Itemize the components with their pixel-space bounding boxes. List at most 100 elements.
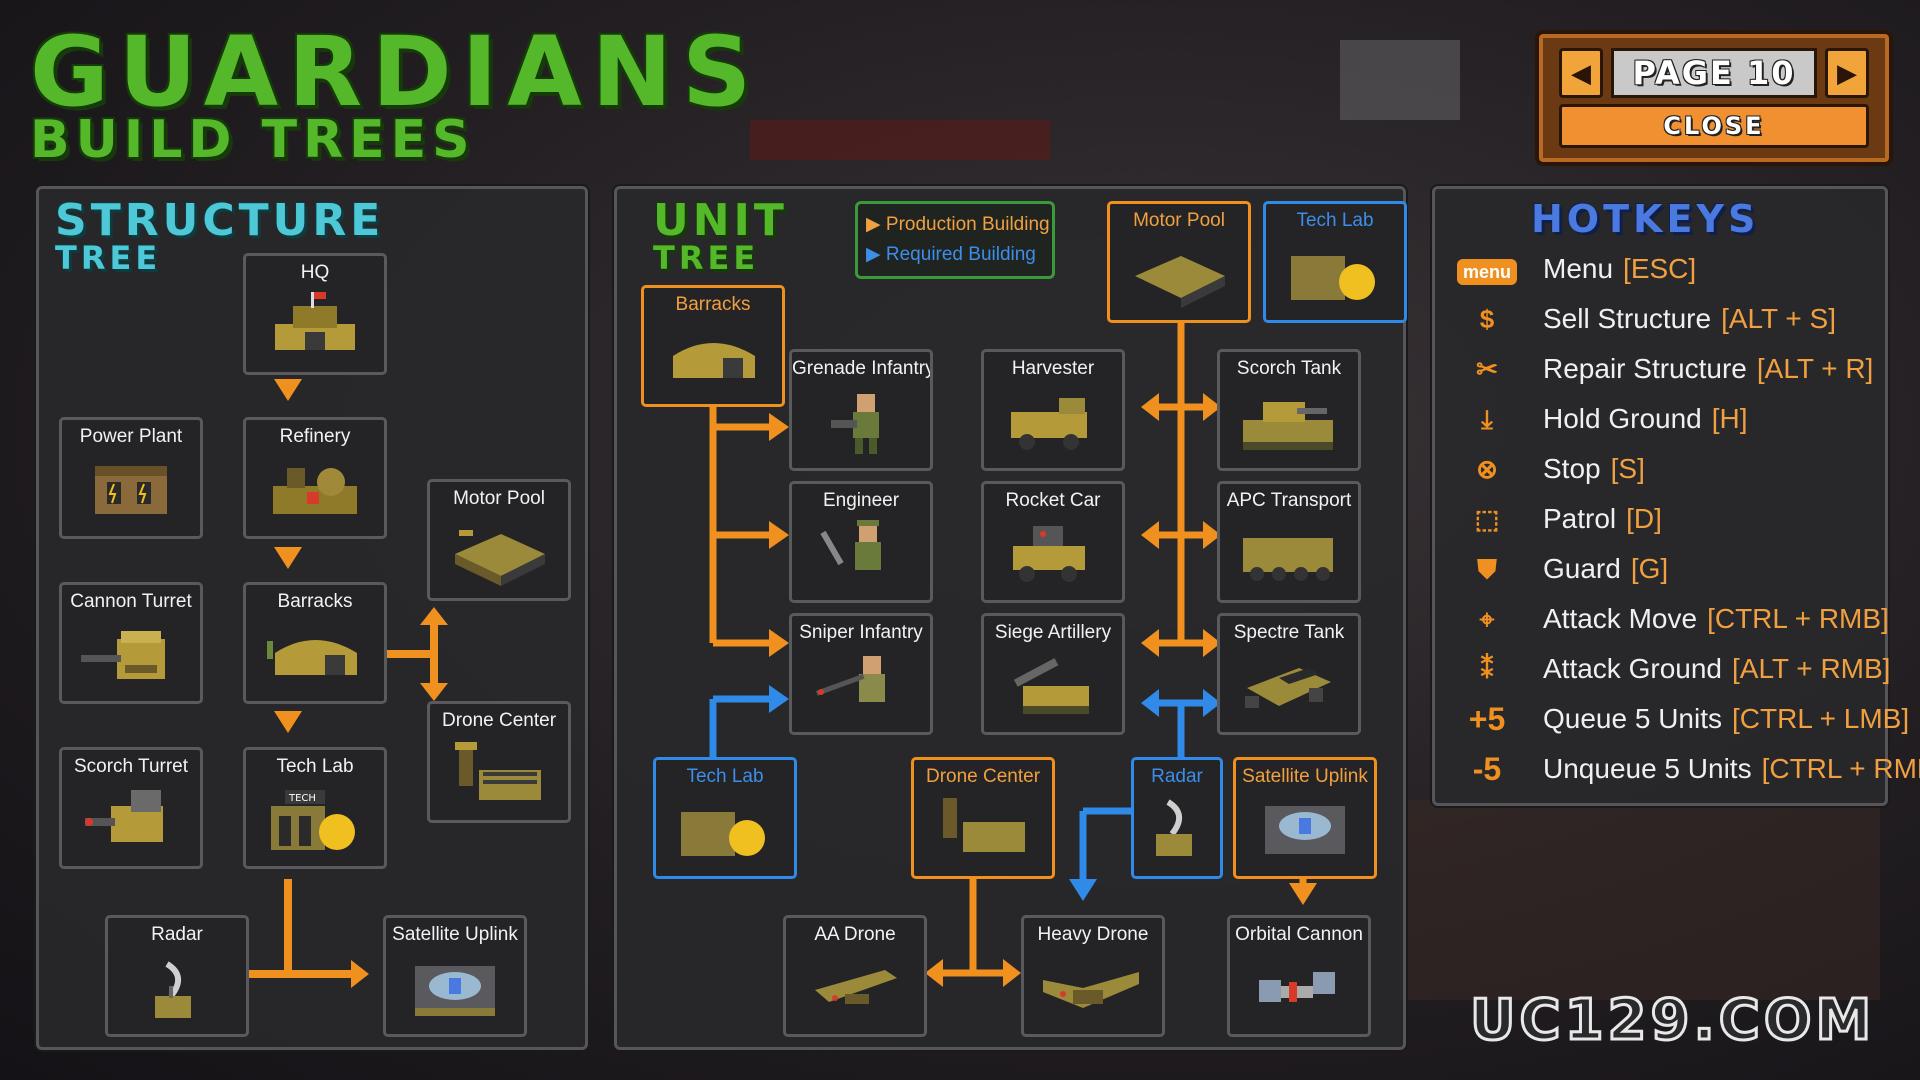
node-label: Drone Center — [925, 766, 1041, 787]
node-barracks[interactable]: Barracks — [243, 582, 387, 704]
node-orbital-cannon[interactable]: Orbital Cannon — [1227, 915, 1371, 1037]
aa-drone-icon — [815, 970, 897, 1004]
sniper-infantry-icon — [815, 656, 885, 702]
node-label: Engineer — [822, 490, 900, 511]
node-label: Cannon Turret — [70, 591, 192, 612]
power-plant-icon — [95, 466, 167, 514]
node-cannon-turret[interactable]: Cannon Turret — [59, 582, 203, 704]
motor-pool-icon — [455, 530, 545, 586]
node-label: AA Drone — [814, 924, 896, 945]
legend-box: ▶ Production Building ▶ Required Buildin… — [855, 201, 1055, 279]
node-label: Harvester — [1011, 358, 1095, 379]
node-label: Satellite Uplink — [1242, 766, 1368, 787]
node-spectre-tank[interactable]: Spectre Tank — [1217, 613, 1361, 735]
game-title: GUARDIANS — [30, 16, 762, 128]
unit-tree-panel: UNIT TREE — [614, 186, 1407, 1050]
node-satellite-uplink[interactable]: Satellite Uplink — [383, 915, 527, 1037]
plus-five-icon: +5 — [1468, 701, 1506, 737]
background-block — [750, 120, 1050, 160]
node-label: HQ — [300, 262, 330, 283]
minus-five-icon: -5 — [1472, 751, 1502, 787]
harvester-icon — [1011, 398, 1087, 450]
node-motor-pool[interactable]: Motor Pool — [1107, 201, 1251, 323]
unit-tree-title: UNIT — [653, 195, 788, 246]
node-label: Tech Lab — [276, 756, 354, 777]
node-label: Rocket Car — [1005, 490, 1101, 511]
guard-shield-icon: ⛊ — [1477, 554, 1497, 584]
triangle-right-icon: ▶ — [1837, 58, 1857, 88]
node-label: Sniper Infantry — [799, 622, 923, 643]
node-label: Grenade Infantry — [792, 358, 933, 379]
node-label: Tech Lab — [686, 766, 764, 787]
hotkey-label: Patrol[D] — [1543, 503, 1662, 534]
drone-center-icon — [943, 798, 1025, 852]
node-label: Orbital Cannon — [1235, 924, 1363, 945]
node-tech-lab-top[interactable]: Tech Lab — [1263, 201, 1407, 323]
hotkey-label: Sell Structure[ALT + S] — [1543, 303, 1836, 334]
node-label: Power Plant — [79, 426, 183, 447]
hotkey-label: Attack Ground[ALT + RMB] — [1543, 653, 1891, 684]
node-drone-center[interactable]: Drone Center — [911, 757, 1055, 879]
hotkey-row: ⬚ Patrol[D] — [1449, 499, 1889, 539]
node-label: Drone Center — [441, 710, 557, 731]
attack-move-icon: ⌖ — [1479, 604, 1495, 634]
node-radar[interactable]: Radar — [1131, 757, 1223, 879]
orbital-cannon-icon — [1259, 972, 1335, 1002]
dollar-icon: $ — [1479, 304, 1495, 334]
site-watermark: UC129.COM — [1468, 987, 1876, 1055]
node-radar[interactable]: Radar — [105, 915, 249, 1037]
next-page-button[interactable]: ▶ — [1825, 48, 1869, 98]
hotkey-row: ⛊ Guard[G] — [1449, 549, 1889, 589]
node-engineer[interactable]: Engineer — [789, 481, 933, 603]
node-label: Siege Artillery — [994, 622, 1112, 643]
hotkeys-title: HOTKEYS — [1531, 197, 1760, 241]
node-label: Scorch Turret — [73, 756, 189, 777]
previous-page-button[interactable]: ◀ — [1559, 48, 1603, 98]
radar-icon — [1156, 799, 1192, 856]
node-scorch-tank[interactable]: Scorch Tank — [1217, 349, 1361, 471]
node-barracks[interactable]: Barracks — [641, 285, 785, 407]
node-scorch-turret[interactable]: Scorch Turret — [59, 747, 203, 869]
node-power-plant[interactable]: Power Plant — [59, 417, 203, 539]
attack-ground-icon: ⁑ — [1480, 654, 1494, 684]
hotkey-row: -5 Unqueue 5 Units[CTRL + RMB] — [1449, 749, 1920, 789]
node-tech-lab[interactable]: Tech Lab TECH — [243, 747, 387, 869]
node-sniper-infantry[interactable]: Sniper Infantry — [789, 613, 933, 735]
node-rocket-car[interactable]: Rocket Car — [981, 481, 1125, 603]
legend-required-building: ▶ Required Building — [866, 244, 1036, 265]
node-satellite-uplink[interactable]: Satellite Uplink — [1233, 757, 1377, 879]
scorch-tank-icon — [1243, 402, 1333, 450]
background-block — [1340, 40, 1460, 120]
node-label: Motor Pool — [1133, 210, 1225, 231]
node-drone-center[interactable]: Drone Center — [427, 701, 571, 823]
close-button[interactable]: CLOSE — [1559, 104, 1869, 148]
node-label: Barracks — [277, 591, 353, 612]
barracks-icon — [673, 343, 755, 378]
tech-lab-icon — [681, 812, 765, 856]
siege-artillery-icon — [1013, 658, 1089, 714]
hotkey-row: menu Menu[ESC] — [1449, 249, 1889, 289]
node-grenade-infantry[interactable]: Grenade Infantry — [789, 349, 933, 471]
node-aa-drone[interactable]: AA Drone — [783, 915, 927, 1037]
node-heavy-drone[interactable]: Heavy Drone — [1021, 915, 1165, 1037]
node-hq[interactable]: HQ — [243, 253, 387, 375]
barracks-icon — [267, 640, 357, 675]
heavy-drone-icon — [1043, 972, 1139, 1008]
node-harvester[interactable]: Harvester — [981, 349, 1125, 471]
node-motor-pool[interactable]: Motor Pool — [427, 479, 571, 601]
node-label: Scorch Tank — [1236, 358, 1342, 379]
node-refinery[interactable]: Refinery — [243, 417, 387, 539]
triangle-left-icon: ◀ — [1571, 58, 1591, 88]
node-siege-artillery[interactable]: Siege Artillery — [981, 613, 1125, 735]
structure-tree-title: STRUCTURE — [55, 195, 385, 246]
hotkey-label: Menu[ESC] — [1543, 253, 1697, 284]
hotkey-label: Unqueue 5 Units[CTRL + RMB] — [1543, 753, 1920, 784]
hotkey-label: Guard[G] — [1543, 553, 1669, 584]
node-tech-lab-bottom[interactable]: Tech Lab — [653, 757, 797, 879]
menu-icon: menu — [1449, 251, 1525, 287]
unit-tree-subtitle: TREE — [653, 239, 760, 277]
hotkey-row: +5 Queue 5 Units[CTRL + LMB] — [1449, 699, 1909, 739]
svg-text:TECH: TECH — [288, 793, 316, 804]
node-apc-transport[interactable]: APC Transport — [1217, 481, 1361, 603]
hotkey-label: Queue 5 Units[CTRL + LMB] — [1543, 703, 1910, 734]
